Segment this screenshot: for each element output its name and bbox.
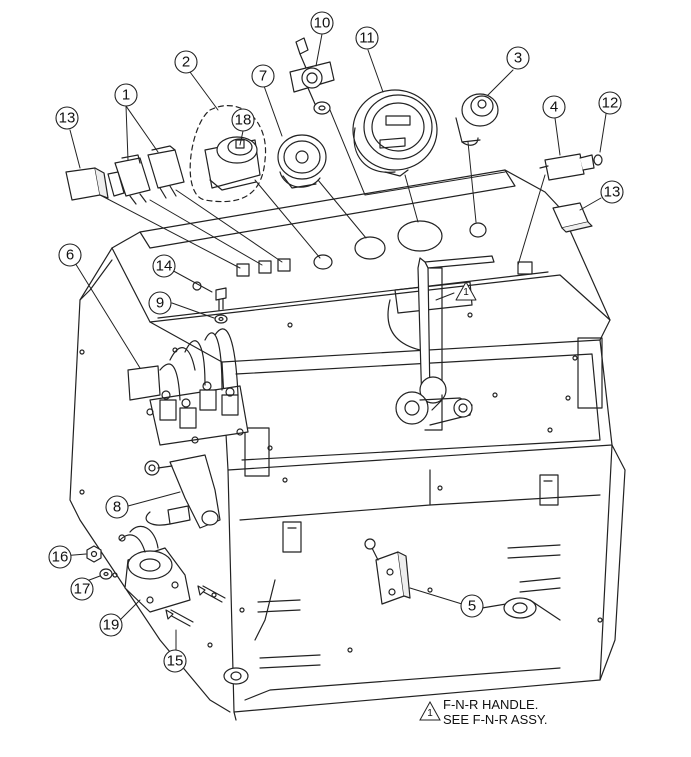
part-14-screw [215,287,227,311]
svg-text:1: 1 [122,87,130,104]
part-5-limit-switch [364,538,411,605]
svg-text:6: 6 [66,247,74,264]
part-13-cover-right [552,202,593,233]
callout-6: 6 [58,243,82,267]
callout-4: 4 [542,95,566,119]
callout-19: 19 [99,613,123,637]
note-triangle-marker: 1 [419,701,441,721]
part-1-rocker-switches [107,145,185,205]
leader-lines [61,33,607,658]
note-marker-text: 1 [427,708,433,719]
svg-text:14: 14 [156,258,173,275]
part-3-knob [455,93,499,146]
callout-9: 9 [148,291,172,315]
part-10-key-plug [289,37,335,115]
svg-text:17: 17 [74,581,91,598]
part-9-washer [214,314,228,324]
svg-text:13: 13 [59,110,76,127]
svg-text:2: 2 [182,54,190,71]
svg-text:13: 13 [604,184,621,201]
callout-11: 11 [355,26,379,50]
svg-text:19: 19 [103,617,120,634]
handle-triangle-marker: 1 [455,281,477,301]
part-7-gauge [277,134,327,189]
note-line-2: SEE F-N-R ASSY. [443,712,548,727]
note-line-1: F-N-R HANDLE. [443,697,539,712]
callout-8: 8 [105,495,129,519]
svg-text:7: 7 [259,68,267,85]
part-15-bolts [165,585,226,627]
svg-text:5: 5 [468,598,476,615]
svg-text:15: 15 [167,653,184,670]
callout-18: 18 [231,108,255,132]
svg-text:16: 16 [52,549,69,566]
callout-14: 14 [152,254,176,278]
svg-text:1: 1 [463,287,469,298]
callout-2: 2 [174,50,198,74]
svg-text:8: 8 [113,499,121,516]
callout-5: 5 [460,594,484,618]
svg-text:11: 11 [359,30,375,47]
svg-text:12: 12 [602,95,619,112]
part-17-washer [99,568,113,580]
callout-1: 1 [114,83,138,107]
svg-text:9: 9 [156,295,164,312]
svg-text:10: 10 [314,15,331,32]
fnr-handle [395,255,495,431]
svg-text:3: 3 [514,50,522,67]
svg-text:4: 4 [550,99,558,116]
callout-13-left: 13 [55,106,79,130]
svg-text:18: 18 [235,112,252,129]
callout-13-right: 13 [600,180,624,204]
callouts: 1 2 3 4 5 6 7 8 9 10 11 12 13 13 14 15 1… [48,11,624,673]
part-16-nut [86,545,102,563]
callout-3: 3 [506,46,530,70]
fnr-note: 1 F-N-R HANDLE. SEE F-N-R ASSY. [419,697,548,727]
part-13-cover-left [65,167,109,201]
callout-12: 12 [598,91,622,115]
part-6-relay-block [127,328,249,446]
callout-15: 15 [163,649,187,673]
callout-7: 7 [251,64,275,88]
dash-enclosure [69,169,626,721]
callout-17: 17 [70,577,94,601]
part-8-sensor [144,454,221,529]
part-4-12-switch-bulb [539,153,603,181]
part-11-hour-meter [352,89,438,177]
part-2-ignition-group [189,105,267,203]
callout-16: 16 [48,545,72,569]
callout-10: 10 [310,11,334,35]
part-19-alarm [118,525,191,613]
